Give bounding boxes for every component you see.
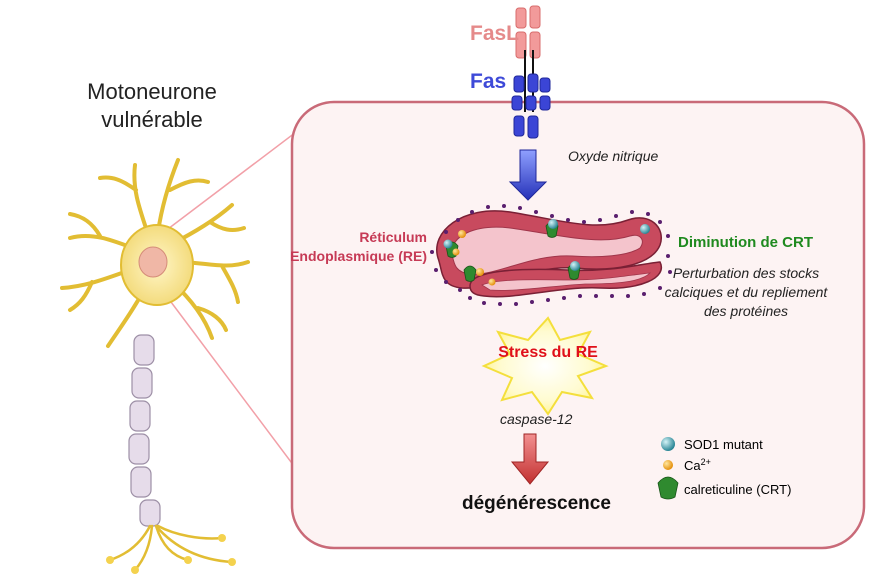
degeneration-label: dégénérescence (462, 493, 611, 514)
nucleus (138, 246, 168, 278)
zoom-lines (159, 119, 313, 491)
legend-crt-icon (657, 476, 679, 500)
er-stress-label: Stress du RE (498, 344, 598, 361)
axon-terminal-buttons (106, 534, 236, 574)
legend-calcium-base: Ca (684, 458, 701, 473)
signal-arrow (508, 149, 548, 201)
legend-calcium-superscript: 2+ (701, 457, 711, 467)
cell-frame (290, 100, 866, 550)
er-label: Réticulum Endoplasmique (RE) (282, 228, 427, 266)
legend-calcium-icon (663, 460, 673, 470)
fas-label: Fas (470, 70, 507, 93)
calcium-ions (452, 230, 496, 286)
fas-receptor (511, 50, 551, 139)
fasl-label: FasL (470, 22, 520, 45)
crt-decrease-label: Diminution de CRT (678, 234, 813, 251)
degeneration-arrow (510, 433, 550, 485)
neuron-title-line1: Motoneurone (87, 79, 217, 104)
caspase-label: caspase-12 (500, 411, 573, 427)
neuron-title: Motoneurone vulnérable (62, 78, 242, 134)
sod1-mutant-proteins (443, 219, 650, 271)
legend-calcium-label: Ca2+ (684, 457, 711, 473)
endoplasmic-reticulum (430, 204, 672, 306)
er-label-line2: Endoplasmique (RE) (290, 248, 427, 264)
axon (128, 334, 161, 527)
legend-crt-label: calreticuline (CRT) (684, 482, 791, 497)
neuron-illustration (60, 158, 250, 574)
legend: SOD1 mutant Ca2+ calreticuline (CRT) (657, 437, 791, 500)
fasl-ligand (515, 5, 541, 59)
legend-sod1-icon (661, 437, 675, 451)
signal-label: Oxyde nitrique (568, 148, 659, 164)
axon-terminals (108, 524, 234, 572)
neuron-title-line2: vulnérable (101, 107, 203, 132)
perturbation-label: Perturbation des stocks calciques et du … (664, 265, 828, 319)
er-label-line1: Réticulum (359, 229, 427, 245)
stress-burst (481, 316, 609, 416)
legend-sod1-label: SOD1 mutant (684, 437, 763, 452)
